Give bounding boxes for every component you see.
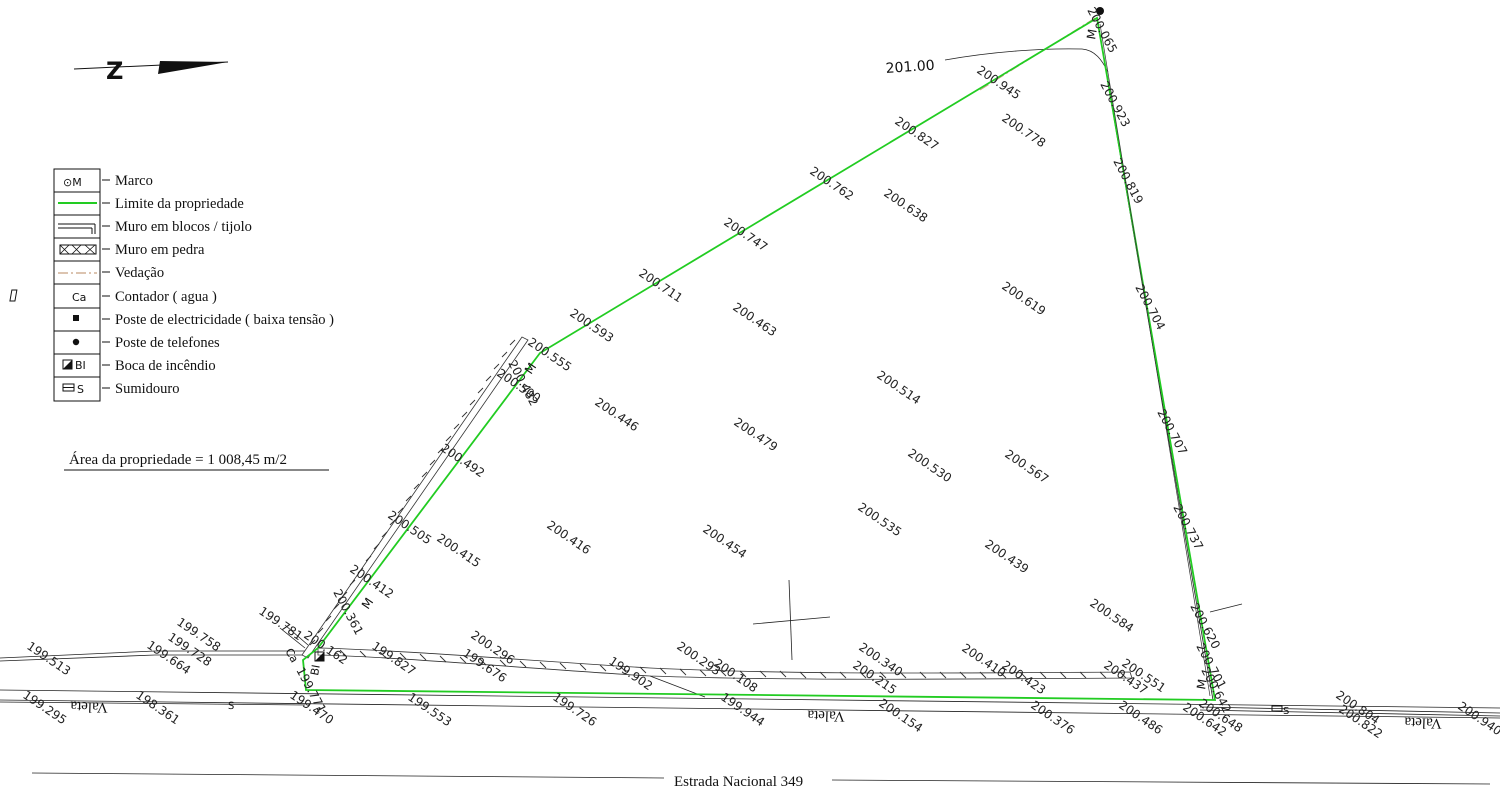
elevation-label: 200.446 [592,395,641,434]
legend-label-electric-pole: Poste de electricidade ( baixa tensão ) [115,312,334,328]
area-label: Área da propriedade = 1 008,45 m/2 [64,451,329,471]
svg-text:Ca: Ca [72,291,86,304]
contour-label: 201.00 [885,58,935,77]
elevation-label: 200.439 [982,537,1031,576]
legend-label-block-wall: Muro em blocos / tijolo [115,219,252,235]
elevation-label: 200.492 [438,441,487,480]
elevation-label: 200.638 [881,186,930,225]
road-edges [0,650,1500,719]
ditch-label-center: Valeta [807,707,845,724]
legend-telephone-pole-symbol [72,338,80,346]
legend-label-water-meter: Contador ( agua ) [115,289,217,305]
stone-wall-southwest [301,336,529,659]
elevation-label: 200.416 [544,518,593,557]
legend-label-fire-hydrant: Boca de incêndio [115,358,216,374]
elevation-label: 200.747 [721,215,770,254]
elevation-label: 198.361 [133,688,182,727]
legend-label-marco: Marco [115,173,153,189]
elevation-label: 199.781 [256,604,305,643]
elevation-label: 200.535 [855,500,904,539]
road-label: Estrada Nacional 349 [31,772,1491,790]
telephone-pole [1096,7,1104,15]
elevation-label: 200.711 [636,266,685,305]
legend-electric-pole-symbol [73,315,79,321]
legend-label-sump: Sumidouro [115,381,179,397]
north-arrow-letter: Z [106,57,123,85]
elevation-label: 199.726 [550,690,599,729]
elevation-label: 200.567 [1002,447,1051,486]
property-boundary-inner [1099,23,1211,697]
elevation-label: 200.514 [874,368,923,407]
elevation-label: 200.584 [1087,596,1136,635]
svg-text:BI: BI [75,359,86,372]
legend-block-wall-symbol [58,223,96,234]
elevation-label: 200.454 [700,522,749,561]
sump-left: S [228,701,235,712]
marker-label-ne: M [1084,28,1100,41]
elevation-label: 200.154 [876,696,925,735]
elevation-label: 200.415 [434,531,483,570]
svg-text:S: S [1283,706,1289,717]
water-meter-label: Ca [282,646,300,665]
elevation-label: 200.762 [807,164,856,203]
legend-meter-symbol: Ca [9,289,86,304]
svg-text:Estrada Nacional 349: Estrada Nacional 349 [674,774,803,790]
marker-label-sw: M [359,595,376,611]
stone-wall-south [317,647,1133,680]
elevation-label: 200.376 [1028,698,1077,737]
svg-text:S: S [77,383,84,396]
svg-text:Área da propriedade = 1 008,: Área da propriedade = 1 008,45 m/2 [69,451,287,468]
elevation-label: 199.553 [405,690,454,729]
elevation-label: 200.945 [974,63,1023,102]
legend-label-stone-wall: Muro em pedra [115,242,205,258]
elevation-label: 200.479 [731,415,780,454]
legend-sump-symbol: S [62,383,84,396]
elevation-label: 200.778 [999,111,1048,150]
legend: ⊙M Ca BI S [9,168,334,402]
elevation-label: 199.295 [20,688,69,727]
crosshair-mark [752,579,831,661]
svg-text:BI: BI [308,664,323,677]
elevation-label: 200.940 [1455,699,1500,738]
sump-right: S [1271,705,1289,717]
property-boundary [302,16,1217,701]
legend-marco-symbol: ⊙M [63,176,82,189]
elevation-label: 200.827 [892,114,941,153]
elevation-label: 200.530 [905,446,954,485]
fire-hydrant: BI [308,651,325,677]
legend-hydrant-symbol: BI [62,359,86,372]
svg-text:S: S [228,701,235,712]
elevation-label: 200.619 [999,279,1048,318]
ditch-label-left: Valeta [70,698,108,715]
legend-label-fence: Vedação [115,265,164,281]
legend-label-telephone-pole: Poste de telefones [115,335,220,351]
marker-label-se: M [1194,678,1210,691]
ditch-label-right: Valeta [1404,714,1442,731]
north-arrow: Z [73,57,229,85]
legend-label-boundary: Limite da propriedade [115,196,244,212]
legend-stone-wall-symbol [59,244,97,255]
elevation-label: 200.463 [730,300,779,339]
